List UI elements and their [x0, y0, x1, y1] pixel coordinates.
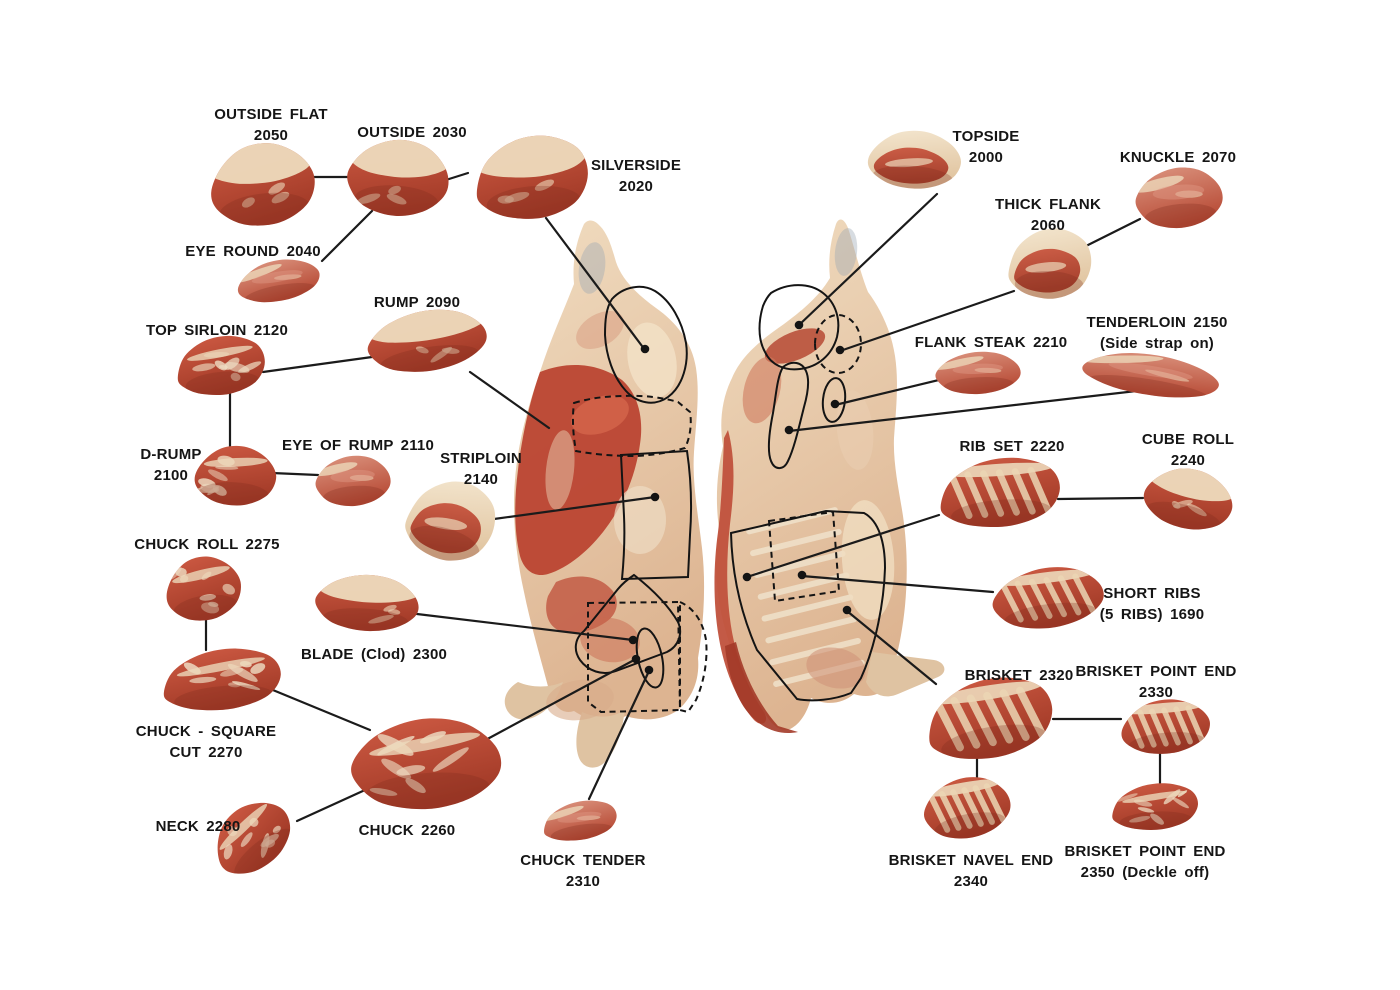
carcass-texture	[866, 652, 945, 697]
leader-line	[797, 192, 939, 327]
region-dot	[742, 572, 752, 582]
carcass-texture	[576, 710, 625, 768]
region-dot	[794, 320, 804, 330]
chuck-tender-region	[635, 627, 665, 689]
carcass-texture	[841, 500, 895, 620]
piece-knuckle	[1133, 167, 1223, 229]
piece-rump	[364, 307, 487, 373]
region-dot	[631, 654, 641, 664]
leader-line	[261, 355, 374, 374]
leader-line	[270, 471, 320, 477]
leader-line	[787, 388, 1147, 433]
region-dot	[830, 399, 840, 409]
piece-striploin	[405, 481, 496, 563]
carcass-texture	[836, 390, 874, 470]
piece-brisket-point-end	[1121, 699, 1210, 756]
region-dot	[650, 492, 660, 502]
leader-line	[415, 612, 635, 642]
leader-line	[845, 609, 938, 686]
region-dot	[644, 665, 654, 675]
piece-top-sirloin	[177, 335, 265, 396]
carcass-texture	[614, 486, 666, 554]
piece-chuck-square-cut	[163, 648, 281, 711]
piece-short-ribs	[992, 567, 1104, 630]
leader-line	[745, 513, 941, 579]
piece-brisket	[928, 677, 1053, 760]
topside-region	[758, 284, 840, 371]
carcass-texture	[764, 328, 826, 364]
carcass-texture	[806, 647, 866, 689]
region-dot	[628, 635, 638, 645]
carcass-texture	[742, 356, 782, 424]
leader-line	[320, 209, 374, 263]
blade-region	[574, 573, 682, 674]
leader-line	[1084, 217, 1142, 248]
carcass-texture	[504, 682, 563, 720]
piece-topside	[867, 130, 961, 191]
brisket-flap-region	[679, 600, 708, 714]
rib-set-region	[729, 509, 887, 702]
carcass-left	[504, 220, 708, 768]
rump-region	[571, 394, 692, 458]
leader-line	[266, 686, 372, 732]
short-ribs-region	[767, 510, 841, 603]
piece-d-rump	[194, 445, 277, 508]
piece-brisket-point-end-deckle	[1112, 783, 1198, 831]
carcass-texture	[834, 228, 858, 276]
silverside-region	[603, 285, 688, 404]
piece-chuck	[351, 718, 502, 810]
region-dot	[797, 570, 807, 580]
leader-line	[295, 788, 367, 823]
piece-neck	[217, 802, 294, 878]
piece-eye-round	[233, 259, 320, 304]
piece-outside-flat	[207, 139, 315, 228]
flank-steak-region	[821, 377, 847, 423]
leader-line	[544, 216, 647, 352]
leader-line	[468, 370, 551, 430]
piece-eye-of-rump	[314, 455, 391, 507]
carcass-texture	[580, 617, 640, 663]
region-dot	[640, 344, 650, 354]
piece-brisket-navel-end	[923, 777, 1011, 840]
leader-line	[833, 377, 945, 407]
piece-tenderloin	[1079, 352, 1219, 400]
carcass-texture	[545, 430, 575, 510]
leader-line	[492, 495, 657, 521]
carcass-texture	[576, 311, 624, 349]
piece-cube-roll	[1143, 465, 1237, 533]
piece-chuck-tender	[541, 800, 617, 841]
piece-thick-flank	[1008, 228, 1092, 300]
tenderloin-region	[767, 361, 810, 470]
carcass-texture	[578, 242, 606, 294]
piece-silverside	[473, 133, 588, 220]
leader-line	[800, 574, 995, 594]
carcass-texture	[725, 642, 798, 734]
leader-line	[838, 289, 1016, 353]
piece-flank-steak	[934, 351, 1021, 395]
striploin-region	[619, 449, 692, 581]
leader-line	[1056, 496, 1145, 501]
region-dot	[784, 425, 794, 435]
carcass-texture	[546, 679, 614, 721]
region-dot	[842, 605, 852, 615]
piece-rib-set	[940, 457, 1060, 528]
carcass-texture	[571, 395, 629, 435]
piece-outside	[347, 137, 452, 217]
leader-line	[587, 669, 651, 801]
piece-blade	[315, 573, 421, 632]
carcass-right	[714, 219, 945, 734]
piece-chuck-roll	[166, 556, 241, 623]
region-dot	[835, 345, 845, 355]
leader-line	[478, 657, 638, 745]
